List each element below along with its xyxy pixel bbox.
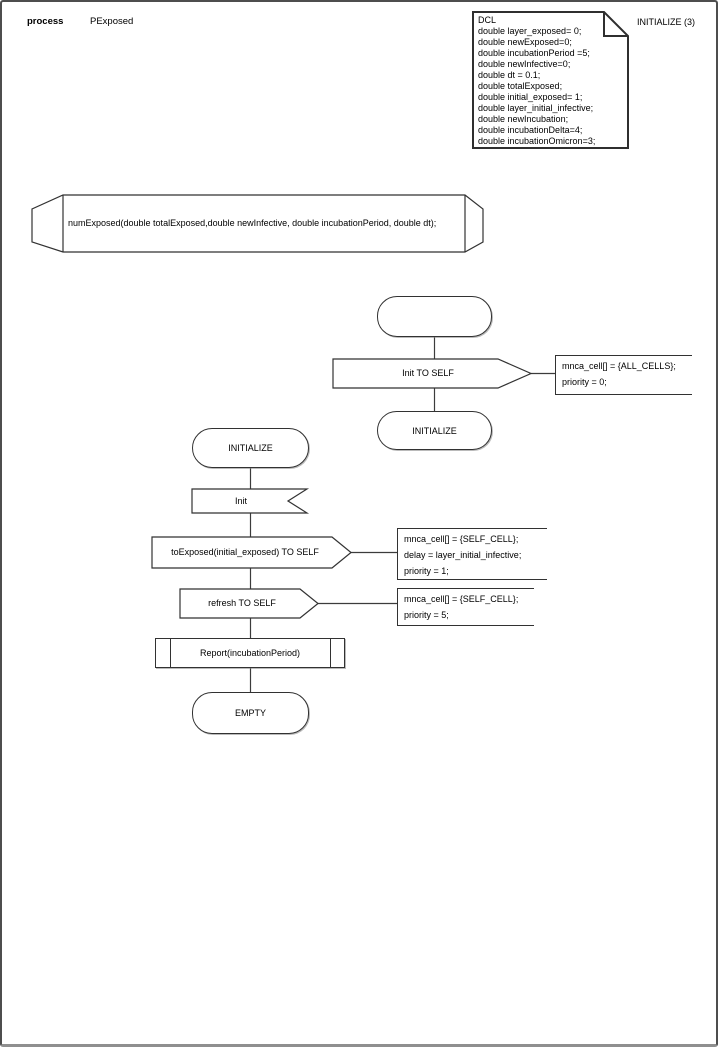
dcl-line: double totalExposed; bbox=[478, 81, 563, 91]
output-refresh-label: refresh TO SELF bbox=[208, 598, 276, 608]
comment-line: delay = layer_initial_infective; bbox=[404, 550, 522, 560]
output-symbol-init-to-self[interactable] bbox=[332, 358, 533, 389]
dcl-line: double layer_initial_infective; bbox=[478, 103, 594, 113]
dcl-line: double incubationDelta=4; bbox=[478, 125, 583, 135]
dcl-line: double incubationOmicron=3; bbox=[478, 136, 596, 146]
comment-line: mnca_cell[] = {SELF_CELL}; bbox=[404, 534, 519, 544]
procedure-call-right-bar bbox=[329, 639, 331, 667]
dcl-title: DCL bbox=[478, 15, 497, 25]
state-label: INITIALIZE bbox=[228, 443, 273, 453]
comment-line: mnca_cell[] = {ALL_CELLS}; bbox=[562, 361, 676, 371]
comment-line: priority = 5; bbox=[404, 610, 449, 620]
procedure-signature-label: numExposed(double totalExposed,double ne… bbox=[68, 218, 437, 228]
dcl-line: double newIncubation; bbox=[478, 114, 569, 124]
comment-to-exposed[interactable]: mnca_cell[] = {SELF_CELL}; delay = layer… bbox=[397, 528, 547, 580]
dcl-line: double initial_exposed= 1; bbox=[478, 92, 583, 102]
state-label: INITIALIZE bbox=[412, 425, 457, 436]
output-symbol-refresh[interactable] bbox=[179, 588, 319, 619]
dcl-note-symbol[interactable] bbox=[472, 11, 629, 149]
state-label: EMPTY bbox=[234, 708, 266, 718]
input-symbol-init[interactable] bbox=[191, 488, 310, 514]
state-initialize[interactable]: INITIALIZE bbox=[192, 428, 309, 468]
dcl-line: double incubationPeriod =5; bbox=[478, 48, 590, 58]
dcl-line: double dt = 0.1; bbox=[478, 70, 541, 80]
state-empty[interactable]: EMPTY bbox=[192, 692, 309, 734]
note-fold-corner bbox=[603, 12, 628, 37]
dcl-block: DCL double layer_exposed= 0; double newE… bbox=[478, 15, 595, 147]
process-keyword: process bbox=[27, 16, 64, 27]
process-name: PExposed bbox=[90, 16, 134, 27]
dcl-line: double newExposed=0; bbox=[478, 37, 572, 47]
comment-line: priority = 1; bbox=[404, 566, 449, 576]
procedure-call-report[interactable]: Report(incubationPeriod) bbox=[155, 638, 345, 668]
comment-all-cells[interactable]: mnca_cell[] = {ALL_CELLS}; priority = 0; bbox=[555, 355, 692, 395]
output-symbol-to-exposed[interactable] bbox=[151, 536, 352, 569]
start-state-symbol[interactable] bbox=[377, 296, 492, 337]
dcl-line: double layer_exposed= 0; bbox=[478, 26, 582, 36]
page-reference: INITIALIZE (3) bbox=[637, 17, 696, 27]
dcl-line: double newInfective=0; bbox=[478, 59, 571, 69]
comment-refresh[interactable]: mnca_cell[] = {SELF_CELL}; priority = 5; bbox=[397, 588, 534, 626]
comment-line: mnca_cell[] = {SELF_CELL}; bbox=[404, 594, 519, 604]
output-init-to-self-label: Init TO SELF bbox=[402, 368, 454, 378]
procedure-call-left-bar bbox=[170, 639, 172, 667]
procedure-signature-symbol[interactable] bbox=[31, 194, 484, 253]
state-initialize-next[interactable]: INITIALIZE bbox=[377, 411, 492, 450]
input-init-label: Init bbox=[234, 495, 247, 506]
comment-line: priority = 0; bbox=[562, 377, 607, 387]
output-to-exposed-label: toExposed(initial_exposed) TO SELF bbox=[171, 547, 319, 557]
procedure-call-label: Report(incubationPeriod) bbox=[199, 648, 301, 658]
